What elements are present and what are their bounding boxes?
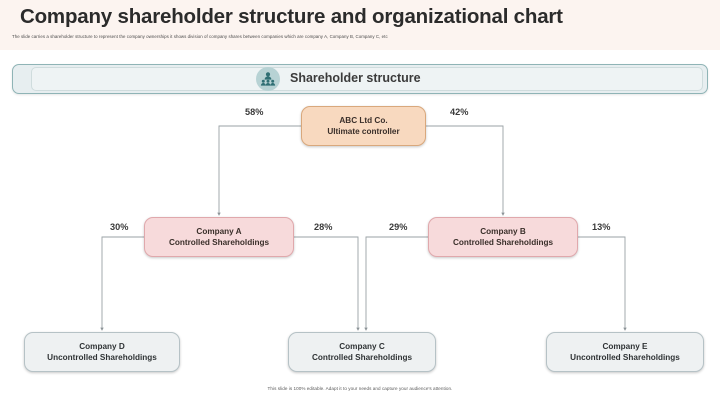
- page-title: Company shareholder structure and organi…: [20, 5, 563, 28]
- node-company-c[interactable]: Company C Controlled Shareholdings: [288, 332, 436, 372]
- node-company-c-line2: Controlled Shareholdings: [311, 353, 413, 362]
- node-abc-ltd-co[interactable]: ABC Ltd Co. Ultimate controller: [301, 106, 426, 146]
- page-subtitle: The slide carries a shareholder structur…: [12, 34, 388, 39]
- node-company-a-line2: Controlled Shareholdings: [168, 238, 270, 247]
- node-company-a-line1: Company A: [196, 227, 242, 236]
- node-company-b[interactable]: Company B Controlled Shareholdings: [428, 217, 578, 257]
- percent-root-to-company-a: 58%: [245, 107, 264, 117]
- node-company-c-line1: Company C: [339, 342, 385, 351]
- footer-note: This slide is 100% editable. Adapt it to…: [267, 386, 453, 391]
- node-company-e-line1: Company E: [602, 342, 648, 351]
- percent-company-b-to-company-c: 29%: [389, 222, 408, 232]
- section-header-inner: [31, 67, 703, 91]
- node-company-d-line1: Company D: [79, 342, 125, 351]
- percent-company-b-to-company-e: 13%: [592, 222, 611, 232]
- section-header-bar: [12, 64, 708, 94]
- percent-company-a-to-company-c: 28%: [314, 222, 333, 232]
- node-company-b-line1: Company B: [480, 227, 526, 236]
- node-abc-ltd-co-line1: ABC Ltd Co.: [339, 116, 388, 125]
- people-group-icon: [256, 67, 280, 91]
- node-company-d-line2: Uncontrolled Shareholdings: [47, 353, 157, 362]
- node-company-b-line2: Controlled Shareholdings: [452, 238, 554, 247]
- node-abc-ltd-co-line2: Ultimate controller: [327, 127, 400, 136]
- percent-company-a-to-company-d: 30%: [110, 222, 129, 232]
- title-band: [0, 0, 720, 50]
- section-title: Shareholder structure: [290, 71, 421, 85]
- node-company-e-line2: Uncontrolled Shareholdings: [570, 353, 680, 362]
- node-company-a[interactable]: Company A Controlled Shareholdings: [144, 217, 294, 257]
- percent-root-to-company-b: 42%: [450, 107, 469, 117]
- node-company-d[interactable]: Company D Uncontrolled Shareholdings: [24, 332, 180, 372]
- node-company-e[interactable]: Company E Uncontrolled Shareholdings: [546, 332, 704, 372]
